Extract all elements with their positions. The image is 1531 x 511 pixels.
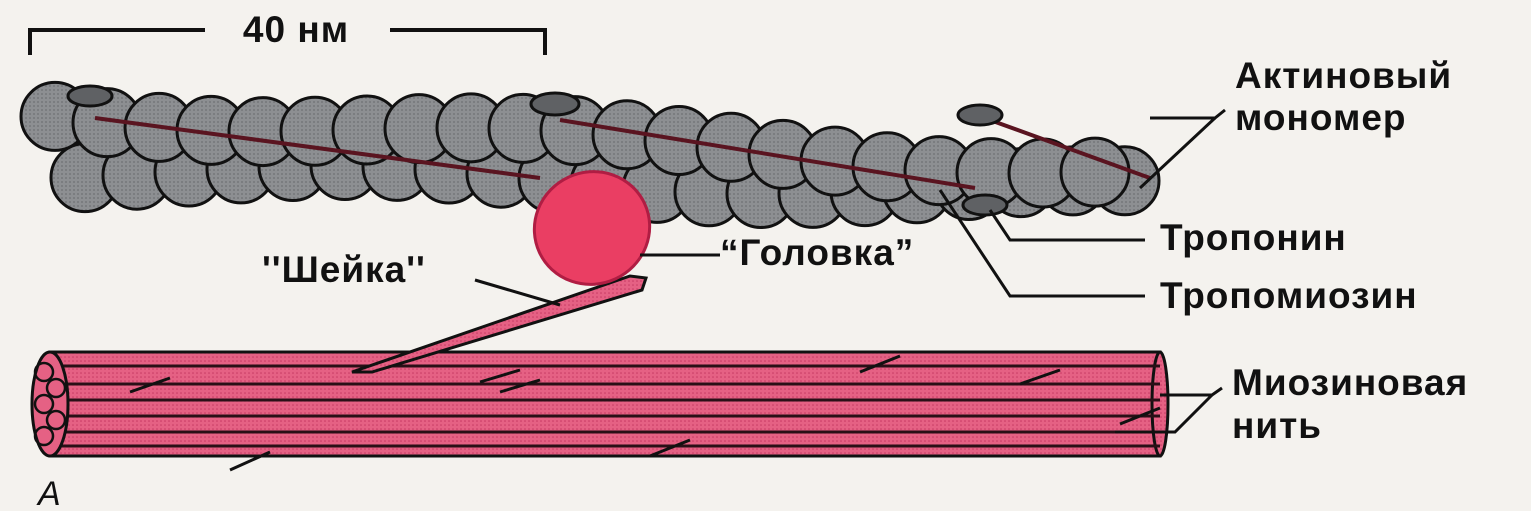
actin-monomer-label: Актиновый [1235,55,1452,96]
myosin-filament-label: Миозиновая [1232,362,1468,403]
tropomyosin-label: Тропомиозин [1160,275,1418,316]
head-label: “Головка” [720,232,914,273]
scale-label: 40 нм [243,9,349,50]
myosin-filament-label-2: нить [1232,405,1322,446]
myosin-filament [32,352,1168,470]
actin-monomer-label-2: мономер [1235,97,1407,138]
panel-label: А [36,475,61,511]
neck-label: ''Шейка'' [262,249,426,290]
troponin-label: Тропонин [1160,217,1347,258]
